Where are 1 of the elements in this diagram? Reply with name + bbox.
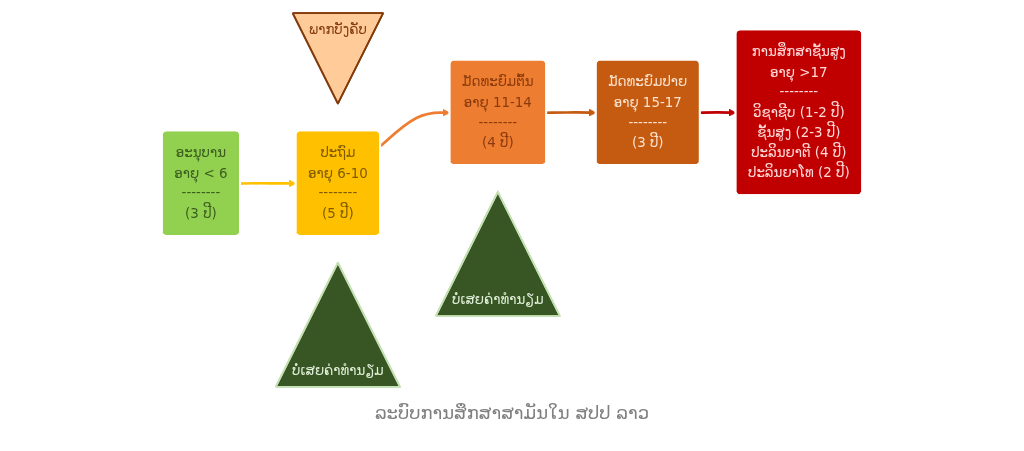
caption: ລະບົບການສຶກສາສາມັນໃນ ສປປ ລາວ	[373, 402, 651, 423]
